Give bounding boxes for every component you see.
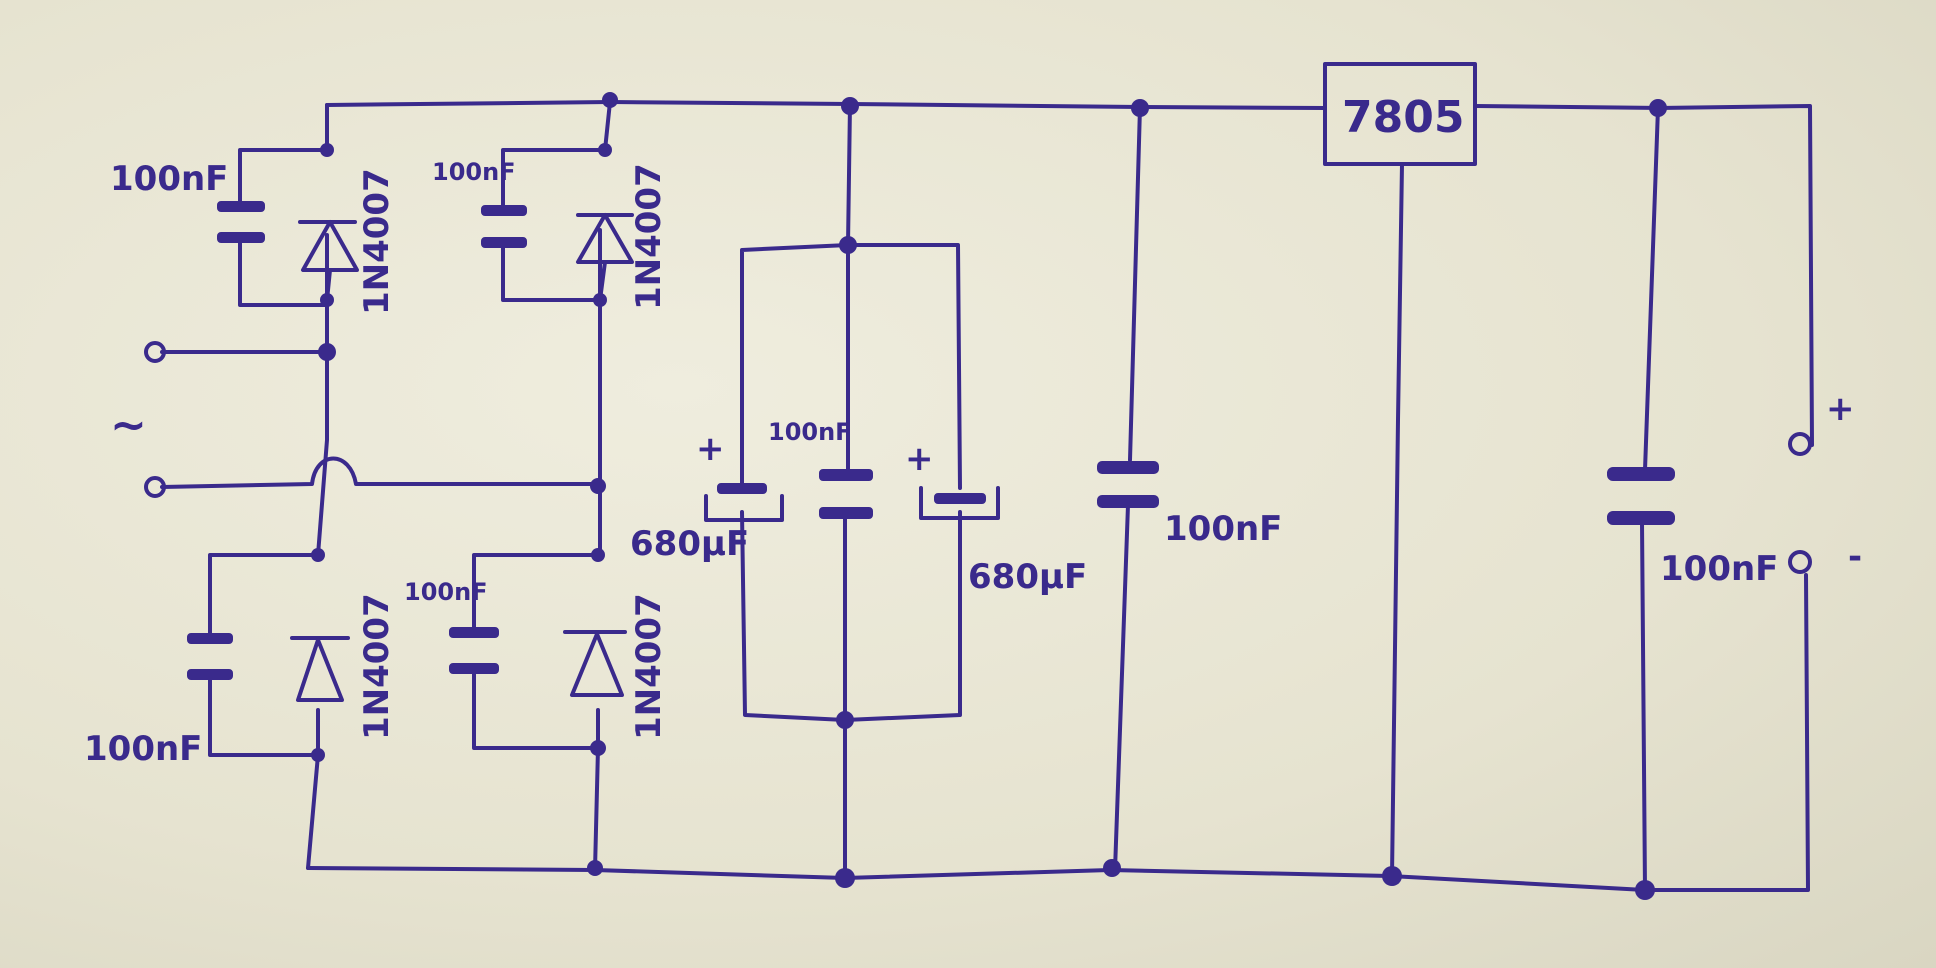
label-elco1: 680µF [630, 524, 749, 564]
smoothing-center-wire [843, 102, 852, 880]
label-d3: 1N4007 [357, 593, 397, 740]
label-d2: 1N4007 [629, 163, 669, 310]
label-elco2: 680µF [968, 557, 1087, 597]
elco1-plus-sign: + [696, 429, 725, 469]
output-terminal-plus [1788, 432, 1812, 456]
regulator-7805: 7805 [1323, 62, 1477, 878]
smoothing-frame [740, 243, 962, 722]
minus-sign: - [1848, 537, 1862, 577]
electrolytic-capacitor-e2: + [905, 439, 1000, 520]
label-c1: 100nF [110, 159, 228, 199]
plus-sign: + [1826, 389, 1855, 429]
regulator-label: 7805 [1342, 92, 1464, 143]
label-c6: 100nF [1164, 509, 1282, 549]
electrolytic-capacitor-e1: + [696, 429, 784, 522]
bottom-rail [306, 573, 1810, 892]
label-d4: 1N4007 [629, 593, 669, 740]
output-terminal-minus [1788, 550, 1812, 574]
capacitor-c4 [449, 553, 600, 750]
top-rail-output [1473, 104, 1814, 447]
capacitor-c6 [1097, 105, 1159, 872]
capacitor-c7 [1607, 106, 1675, 892]
label-d1: 1N4007 [357, 168, 397, 315]
label-c7: 100nF [1660, 549, 1778, 589]
capacitor-c2 [481, 148, 607, 302]
ac-lower-wire [160, 456, 602, 489]
ac-symbol: ~ [110, 400, 147, 451]
capacitor-c5 [819, 469, 873, 519]
label-c4: 100nF [404, 578, 488, 606]
elco2-plus-sign: + [905, 439, 934, 479]
diode-d3 [290, 636, 350, 702]
diode-d2 [576, 213, 634, 302]
label-c5: 100nF [768, 418, 852, 446]
capacitor-c3 [187, 553, 320, 757]
junction-dots [311, 92, 1667, 900]
capacitor-c1 [217, 148, 329, 307]
label-c2: 100nF [432, 158, 516, 186]
top-rail [325, 100, 1327, 110]
ac-terminal-1 [144, 341, 166, 363]
ac-terminal-2 [144, 476, 166, 498]
label-c3: 100nF [84, 729, 202, 769]
diode-d4 [563, 630, 627, 697]
